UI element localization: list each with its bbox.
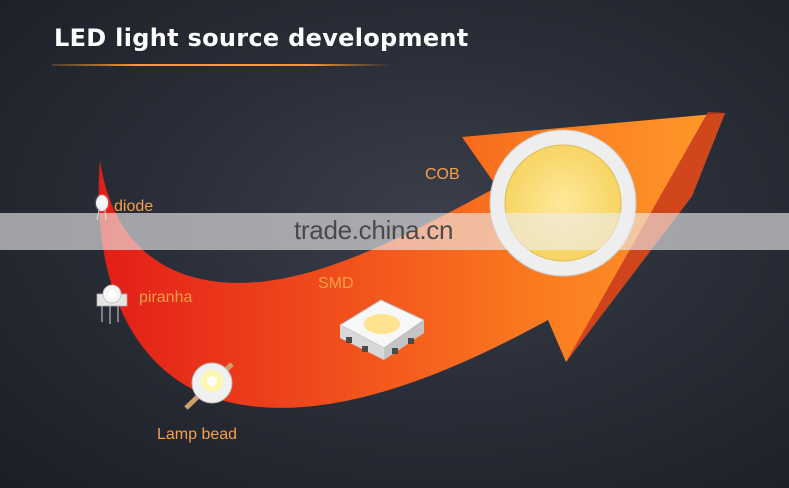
watermark-band: [0, 213, 789, 250]
piranha-icon: [96, 284, 128, 324]
cob-icon: [489, 129, 637, 277]
page-title: LED light source development: [54, 24, 469, 52]
smd-icon: [338, 299, 425, 360]
diode-icon: [94, 193, 110, 221]
lamp-bead-icon: [184, 362, 234, 410]
title-underline: [52, 64, 392, 66]
lamp-bead-label: Lamp bead: [157, 426, 238, 443]
cob-label: COB: [425, 166, 460, 183]
piranha-label: piranha: [139, 289, 193, 306]
watermark-text: trade.china.cn: [294, 215, 454, 245]
smd-label: SMD: [318, 275, 354, 292]
diode-label: diode: [114, 198, 154, 215]
